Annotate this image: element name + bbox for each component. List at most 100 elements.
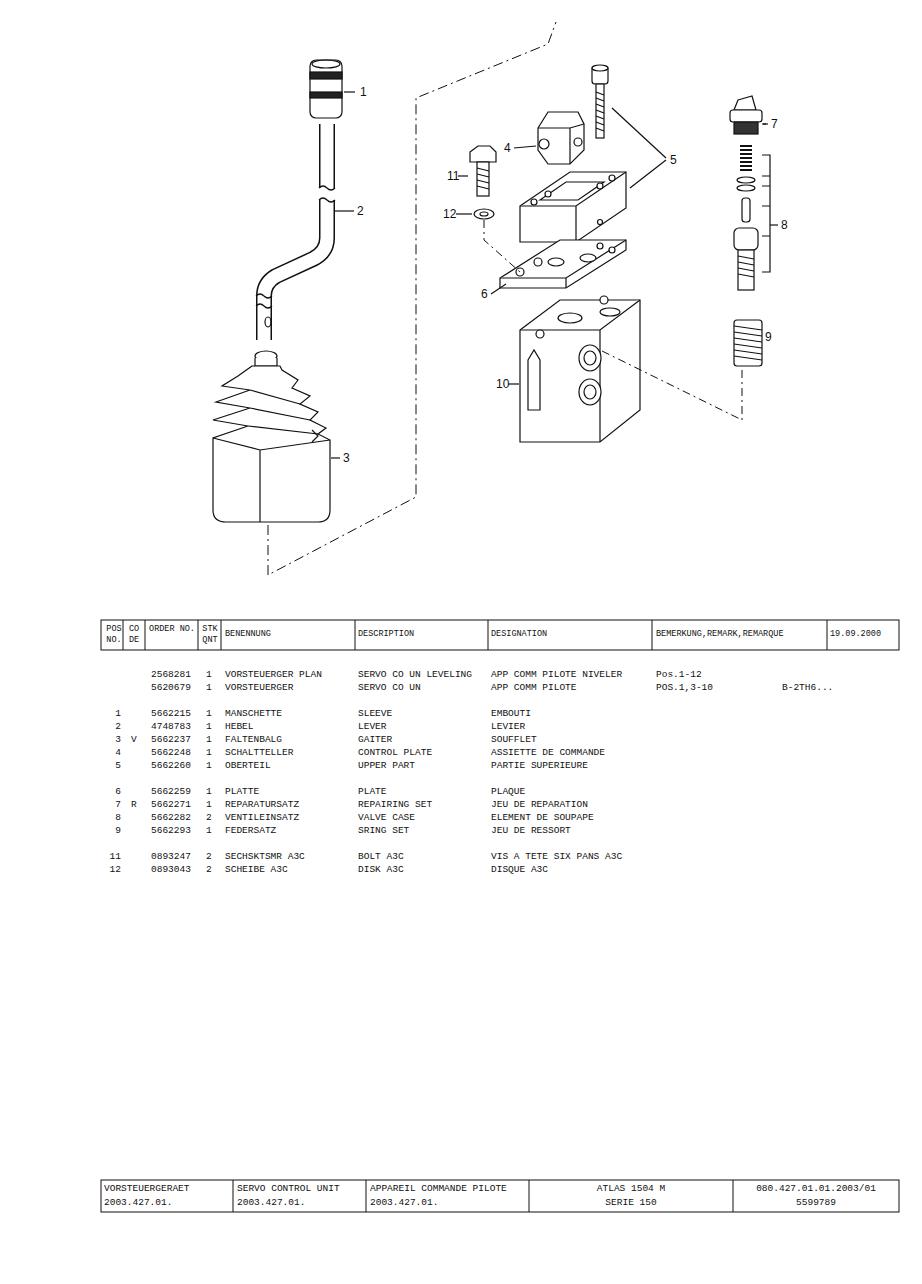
table-cell: 8 [115,812,121,823]
table-cell: ELEMENT DE SOUPAPE [491,812,594,823]
table-cell: 5662271 [151,799,191,810]
table-cell: SOUFFLET [491,734,537,745]
table-cell: SLEEVE [358,708,392,719]
table-cell: PLATE [358,786,387,797]
table-cell: PLAQUE [491,786,525,797]
table-cell: LEVER [358,721,387,732]
table-cell: VORSTEUERGER PLAN [225,669,322,680]
table-header-cell: 19.09.2000 [830,629,881,639]
table-cell: POS.1,3-10 [656,682,713,693]
table-cell: ASSIETTE DE COMMANDE [491,747,605,758]
table-cell: SCHEIBE A3C [225,864,288,875]
table-cell: 0893043 [151,864,191,875]
table-cell: SRING SET [358,825,409,836]
table-cell: SERVO CO UN [358,682,421,693]
table-cell: 2 [206,851,212,862]
table-header-cell: CO DE [124,624,144,646]
lever-drawing [256,124,354,340]
table-cell: R [131,799,137,810]
table-cell: REPAIRING SET [358,799,432,810]
table-cell: 2 [206,864,212,875]
table-cell: UPPER PART [358,760,415,771]
table-header-cell: POS NO. [104,624,124,646]
table-cell: 11 [110,851,121,862]
table-cell: OBERTEIL [225,760,271,771]
table-cell: 1 [206,734,212,745]
callout-number: 9 [765,330,772,344]
table-cell: APP COMM PILOTE NIVELER [491,669,622,680]
table-cell: V [131,734,137,745]
table-cell: JEU DE REPARATION [491,799,588,810]
table-cell: PLATTE [225,786,259,797]
table-cell: VORSTEUERGER [225,682,293,693]
callout-number: 7 [771,117,778,131]
table-cell: Pos.1-12 [656,669,702,680]
title-block-cell: SERVO CONTROL UNIT [237,1183,340,1194]
table-cell: 2 [206,812,212,823]
table-cell: VENTILEINSATZ [225,812,299,823]
table-cell: 7 [115,799,121,810]
table-cell: EMBOUTI [491,708,531,719]
table-cell: 1 [206,721,212,732]
title-block-cell: 080.427.01.01.2003/01 [756,1183,876,1194]
title-block-cell: SERIE 150 [605,1197,656,1208]
sleeve-drawing [310,60,355,118]
gaiter-drawing [213,351,340,522]
table-cell: GAITER [358,734,392,745]
table-cell: 3 [115,734,121,745]
table-cell: 4 [115,747,121,758]
table-header-cell: DESIGNATION [491,629,547,639]
table-cell: 1 [206,825,212,836]
table-cell: 1 [206,682,212,693]
table-cell: HEBEL [225,721,254,732]
callout-number: 11 [447,169,459,183]
title-block-cell: 2003.427.01. [370,1197,438,1208]
table-header-cell: BEMERKUNG,REMARK,REMARQUE [656,629,784,639]
callout-number: 6 [481,287,488,301]
table-cell: 0893247 [151,851,191,862]
table-cell: 5662237 [151,734,191,745]
table-cell: 1 [206,708,212,719]
table-cell: 6 [115,786,121,797]
table-cell: 1 [206,747,212,758]
table-cell: 2568281 [151,669,191,680]
repair-set-drawing [730,96,768,134]
table-cell: 1 [206,760,212,771]
table-cell: 5662259 [151,786,191,797]
callout-number: 2 [357,204,364,218]
valve-case-drawing [734,146,778,290]
table-cell: 4748783 [151,721,191,732]
callout-number: 8 [781,218,788,232]
callout-number: 1 [360,85,367,99]
title-block-cell: 2003.427.01. [104,1197,172,1208]
title-block-cell: VORSTEUERGERAET [104,1183,190,1194]
table-cell: 5620679 [151,682,191,693]
table-header-cell: DESCRIPTION [358,629,414,639]
table-cell: 5662260 [151,760,191,771]
table-header-cell: STK QNT [200,624,220,646]
table-cell: 5 [115,760,121,771]
callout-number: 5 [670,153,677,167]
table-cell: 2 [115,721,121,732]
table-cell: REPARATURSATZ [225,799,299,810]
table-cell: 5662293 [151,825,191,836]
title-block-cell: APPAREIL COMMANDE PILOTE [370,1183,507,1194]
table-cell: DISK A3C [358,864,404,875]
spring-set-drawing [734,320,763,366]
callout-number: 10 [496,377,509,391]
table-cell: B-2TH6... [782,682,833,693]
table-cell: 5662282 [151,812,191,823]
table-cell: 12 [110,864,121,875]
table-cell: 5662215 [151,708,191,719]
table-cell: DISQUE A3C [491,864,548,875]
table-cell: 5662248 [151,747,191,758]
table-cell: APP COMM PILOTE [491,682,577,693]
table-cell: 1 [115,708,121,719]
table-cell: 1 [206,786,212,797]
table-cell: 9 [115,825,121,836]
table-lines [101,620,899,1212]
callout-number: 12 [443,207,456,221]
title-block-cell: ATLAS 1504 M [597,1183,665,1194]
table-cell: PARTIE SUPERIEURE [491,760,588,771]
